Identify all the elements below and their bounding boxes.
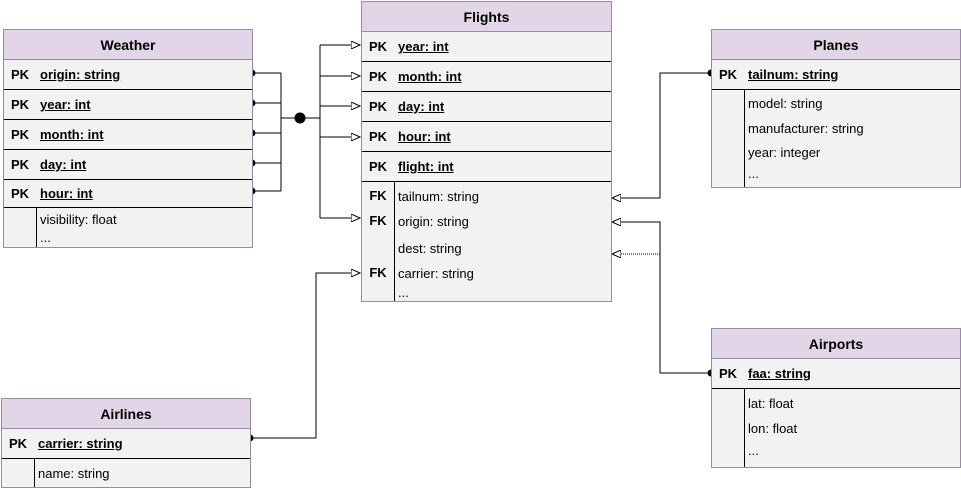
field-year: year: int: [398, 39, 449, 54]
weather-row-origin: PK origin: string: [4, 60, 252, 90]
airlines-title: Airlines: [2, 399, 250, 429]
attr-origin: origin: string: [398, 214, 469, 229]
pk-label: PK: [10, 186, 30, 201]
column-divider: [394, 182, 395, 301]
flights-entity[interactable]: Flights PK year: int PK month: int PK da…: [361, 1, 612, 302]
pk-label: PK: [10, 157, 30, 172]
attr-more: ...: [40, 230, 51, 245]
pk-label: PK: [368, 69, 388, 84]
field-month: month: int: [40, 127, 104, 142]
flights-row-day: PK day: int: [362, 92, 611, 122]
planes-row-tailnum: PK tailnum: string: [712, 60, 960, 90]
column-divider: [34, 459, 35, 487]
pk-label: PK: [368, 159, 388, 174]
attr-visibility: visibility: float: [40, 212, 117, 227]
field-hour: hour: int: [398, 129, 451, 144]
pk-label: PK: [368, 39, 388, 54]
planes-title: Planes: [712, 30, 960, 60]
attr-manufacturer: manufacturer: string: [748, 121, 864, 136]
field-day: day: int: [40, 157, 87, 172]
fk-label: FK: [369, 213, 387, 228]
planes-attributes: model: string manufacturer: string year:…: [712, 90, 960, 187]
attr-more: ...: [398, 285, 409, 300]
planes-to-flights-connector: [612, 72, 711, 198]
attr-more: ...: [748, 443, 759, 458]
attr-more: ...: [748, 166, 759, 181]
flights-row-month: PK month: int: [362, 62, 611, 92]
attr-tailnum: tailnum: string: [398, 189, 479, 204]
attr-year: year: integer: [748, 145, 821, 160]
weather-title: Weather: [4, 30, 252, 60]
attr-lon: lon: float: [748, 421, 798, 436]
flights-title: Flights: [362, 2, 611, 32]
attr-lat: lat: float: [748, 396, 794, 411]
airports-attributes: lat: float lon: float ...: [712, 389, 960, 467]
fk-label: FK: [369, 265, 387, 280]
airports-row-faa: PK faa: string: [712, 359, 960, 389]
flights-row-year: PK year: int: [362, 32, 611, 62]
field-carrier: carrier: string: [38, 436, 123, 451]
airports-to-flights-connector: [612, 222, 711, 374]
fk-label: FK: [369, 188, 387, 203]
flights-attributes: FK tailnum: string FK origin: string des…: [362, 182, 611, 301]
weather-row-year: PK year: int: [4, 90, 252, 120]
weather-entity[interactable]: Weather PK origin: string PK year: int P…: [3, 29, 253, 248]
pk-label: PK: [10, 67, 30, 82]
pk-label: PK: [368, 99, 388, 114]
pk-label: PK: [718, 67, 738, 82]
weather-row-month: PK month: int: [4, 120, 252, 150]
airlines-attributes: name: string: [2, 459, 250, 487]
weather-row-hour: PK hour: int: [4, 180, 252, 208]
attr-carrier: carrier: string: [398, 266, 474, 281]
weather-row-day: PK day: int: [4, 150, 252, 180]
field-month: month: int: [398, 69, 462, 84]
weather-to-flights-connector: [252, 45, 360, 218]
column-divider: [744, 389, 745, 467]
pk-label: PK: [10, 127, 30, 142]
weather-connector-dots: [248, 69, 306, 195]
pk-label: PK: [718, 366, 738, 381]
airlines-to-flights-connector: [250, 273, 360, 439]
field-hour: hour: int: [40, 186, 93, 201]
airports-title: Airports: [712, 329, 960, 359]
pk-label: PK: [10, 97, 30, 112]
field-faa: faa: string: [748, 366, 811, 381]
field-flight: flight: int: [398, 159, 454, 174]
weather-attributes: visibility: float ...: [4, 208, 252, 247]
field-origin: origin: string: [40, 67, 121, 82]
pk-label: PK: [8, 436, 28, 451]
attr-model: model: string: [748, 96, 823, 111]
field-tailnum: tailnum: string: [748, 67, 839, 82]
attr-name: name: string: [38, 466, 110, 481]
airlines-entity[interactable]: Airlines PK carrier: string name: string: [1, 398, 251, 488]
airlines-row-carrier: PK carrier: string: [2, 429, 250, 459]
planes-entity[interactable]: Planes PK tailnum: string model: string …: [711, 29, 961, 188]
pk-label: PK: [368, 129, 388, 144]
field-year: year: int: [40, 97, 91, 112]
column-divider: [744, 90, 745, 187]
field-day: day: int: [398, 99, 445, 114]
attr-dest: dest: string: [398, 241, 462, 256]
flights-row-flight: PK flight: int: [362, 152, 611, 182]
column-divider: [36, 208, 37, 247]
flights-row-hour: PK hour: int: [362, 122, 611, 152]
airports-entity[interactable]: Airports PK faa: string lat: float lon: …: [711, 328, 961, 468]
